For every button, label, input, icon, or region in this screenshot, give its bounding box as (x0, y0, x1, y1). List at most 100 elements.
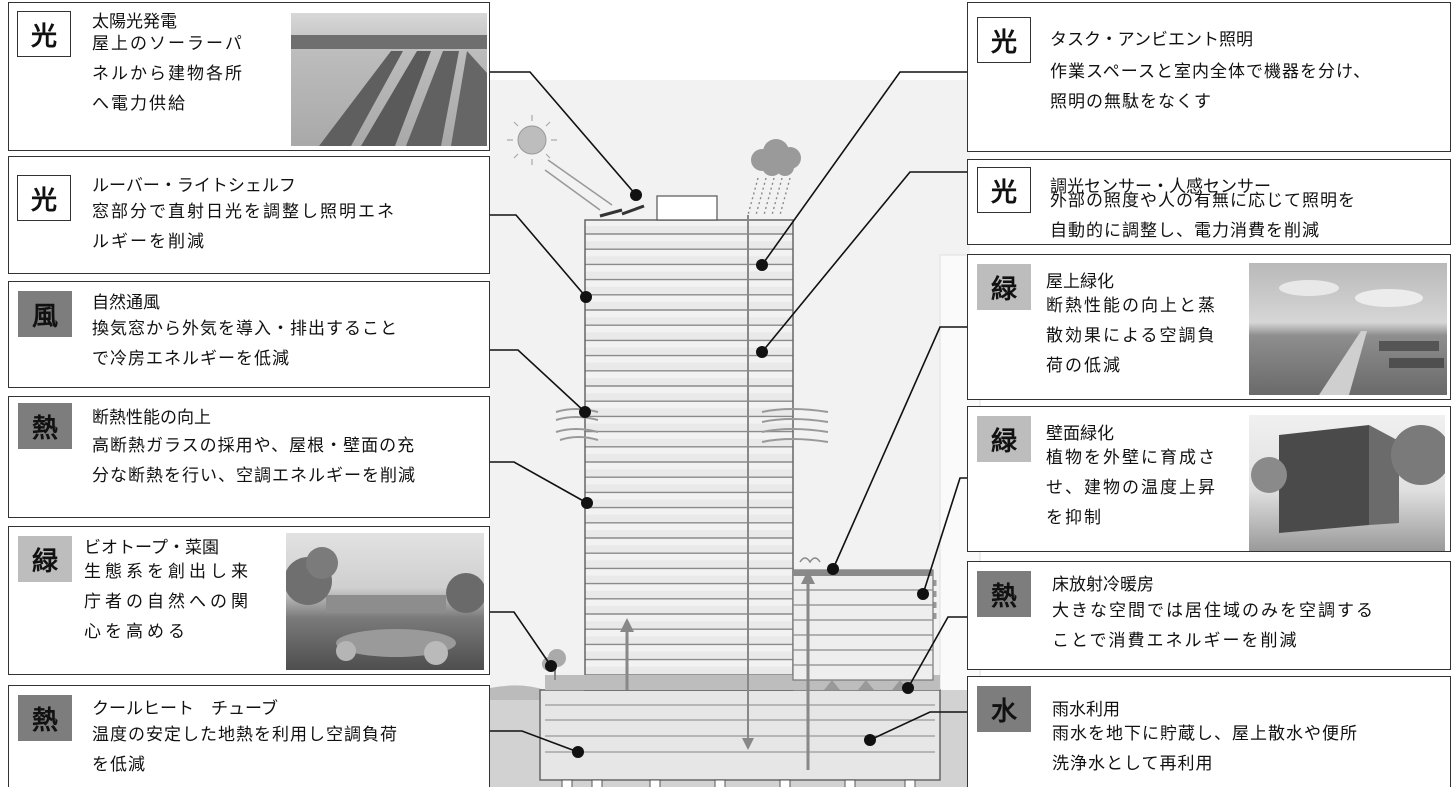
pile (714, 779, 726, 787)
pile (779, 779, 791, 787)
card-description: 窓部分で直射日光を調整し照明エネ ルギーを削減 (92, 202, 396, 252)
card-title: 太陽光発電 (92, 12, 177, 32)
foundation-piles (561, 779, 916, 787)
leader-dot (579, 406, 591, 418)
floor-slab (585, 347, 793, 356)
pile (904, 779, 916, 787)
card-title: 調光センサー・人感センサー (1050, 177, 1271, 197)
leader-dot (756, 259, 768, 271)
card-title: 屋上緑化 (1046, 272, 1114, 292)
floor-slab (585, 332, 793, 341)
pile (561, 779, 573, 787)
leader-line (922, 477, 967, 595)
tag-green: 緑 (977, 416, 1031, 462)
card-biotope: 緑 ビオトープ・菜園 生態系を創出し来 庁者の自然への関 心を高める (8, 526, 490, 675)
floor-slab (585, 499, 793, 508)
tag-water: 水 (977, 686, 1031, 732)
floor-slab (585, 666, 793, 675)
card-description: 断熱性能の向上と蒸 散効果による空調負 荷の低減 (1046, 296, 1217, 376)
floor-slab (585, 575, 793, 584)
card-description: 生態系を創出し来 庁者の自然への関 心を高める (84, 562, 252, 642)
floor-slab (585, 636, 793, 645)
floor-slab (585, 560, 793, 569)
card-sensor: 光 調光センサー・人感センサー 外部の照度や人の有無に応じて照明を 自動的に調整… (967, 159, 1451, 245)
floor-slab (585, 438, 793, 447)
floor-slab (585, 393, 793, 402)
leader-line (869, 711, 967, 741)
leader-line (490, 461, 588, 504)
card-rainwater: 水 雨水利用 雨水を地下に貯蔵し、屋上散水や便所 洗浄水として再利用 (967, 676, 1451, 787)
card-title: 断熱性能の向上 (92, 408, 211, 428)
leader-line (490, 730, 579, 753)
floor-slab (585, 621, 793, 630)
tag-light: 光 (17, 11, 71, 57)
floor-slab (585, 590, 793, 599)
leader-line (832, 326, 967, 570)
tag-green: 緑 (977, 264, 1031, 310)
floor-slab (585, 651, 793, 660)
floor-slab (585, 286, 793, 295)
card-description: 外部の照度や人の有無に応じて照明を 自動的に調整し、電力消費を削減 (1050, 191, 1356, 241)
card-ventilation: 風 自然通風 換気窓から外気を導入・排出すること で冷房エネルギーを低減 (8, 281, 490, 388)
pile (649, 779, 661, 787)
card-title: 雨水利用 (1052, 700, 1120, 720)
floor-slab (585, 271, 793, 280)
tag-light: 光 (17, 175, 71, 221)
floor-slab (585, 302, 793, 310)
card-title: 床放射冷暖房 (1052, 575, 1154, 595)
card-description: 植物を外壁に育成さ せ、建物の温度上昇 を抑制 (1046, 448, 1217, 528)
card-task-ambient: 光 タスク・アンビエント照明 作業スペースと室内全体で機器を分け、 照明の無駄を… (967, 2, 1451, 152)
card-description: 高断熱ガラスの採用や、屋根・壁面の充 分な断熱を行い、空調エネルギーを削減 (92, 436, 416, 486)
leader-line (907, 616, 967, 689)
tag-wind: 風 (18, 291, 72, 337)
floor-slab (585, 408, 793, 417)
card-roof-greening: 緑 屋上緑化 断熱性能の向上と蒸 散効果による空調負 荷の低減 (967, 254, 1451, 400)
floor-slab (585, 378, 793, 386)
card-insulation: 熱 断熱性能の向上 高断熱ガラスの採用や、屋根・壁面の充 分な断熱を行い、空調エ… (8, 396, 490, 518)
floor-slab (585, 241, 793, 250)
leader-dot (864, 734, 876, 746)
leader-line (761, 171, 967, 353)
leader-dot (827, 563, 839, 575)
tag-heat: 熱 (977, 571, 1031, 617)
leader-dots (545, 189, 929, 758)
pile (591, 779, 603, 787)
floor-slab (585, 606, 793, 614)
tag-light: 光 (977, 17, 1031, 63)
wall-greening-photo (1249, 415, 1445, 551)
leader-dot (572, 746, 584, 758)
leader-lines (490, 71, 967, 753)
floor-slab (585, 317, 793, 326)
leader-dot (545, 660, 557, 672)
floor-slab (585, 423, 793, 432)
floor-slab (585, 484, 793, 493)
card-description: 温度の安定した地熱を利用し空調負荷 を低減 (92, 725, 398, 775)
pile (844, 779, 856, 787)
leader-line (490, 214, 587, 298)
card-title: 自然通風 (92, 293, 160, 313)
card-title: 壁面緑化 (1046, 424, 1114, 444)
floor-slab (585, 256, 793, 265)
card-description: 大きな空間では居住域のみを空調する ことで消費エネルギーを削減 (1052, 601, 1375, 651)
tag-heat: 熱 (18, 403, 72, 449)
floor-slab (585, 469, 793, 478)
leader-dot (580, 291, 592, 303)
card-title: ルーバー・ライトシェルフ (92, 176, 296, 196)
tag-heat: 熱 (18, 695, 72, 741)
solar-panel-photo (291, 13, 487, 146)
card-louver: 光 ルーバー・ライトシェルフ 窓部分で直射日光を調整し照明エネ ルギーを削減 (8, 156, 490, 274)
biotope-photo (286, 533, 484, 670)
card-wall-greening: 緑 壁面緑化 植物を外壁に育成さ せ、建物の温度上昇 を抑制 (967, 406, 1451, 552)
card-floor-radiant: 熱 床放射冷暖房 大きな空間では居住域のみを空調する ことで消費エネルギーを削減 (967, 561, 1451, 670)
leader-line (490, 71, 637, 196)
leader-line (761, 71, 967, 266)
roof-greening-photo (1249, 263, 1447, 395)
card-title: クールヒート チューブ (92, 699, 278, 719)
leader-dot (630, 189, 642, 201)
tag-green: 緑 (18, 536, 72, 582)
floor-slab (585, 454, 793, 462)
card-description: 屋上のソーラーパ ネルから建物各所 へ電力供給 (92, 34, 244, 114)
card-solar: 光 太陽光発電 屋上のソーラーパ ネルから建物各所 へ電力供給 (8, 2, 490, 151)
card-description: 作業スペースと室内全体で機器を分け、 照明の無駄をなくす (1050, 62, 1372, 112)
